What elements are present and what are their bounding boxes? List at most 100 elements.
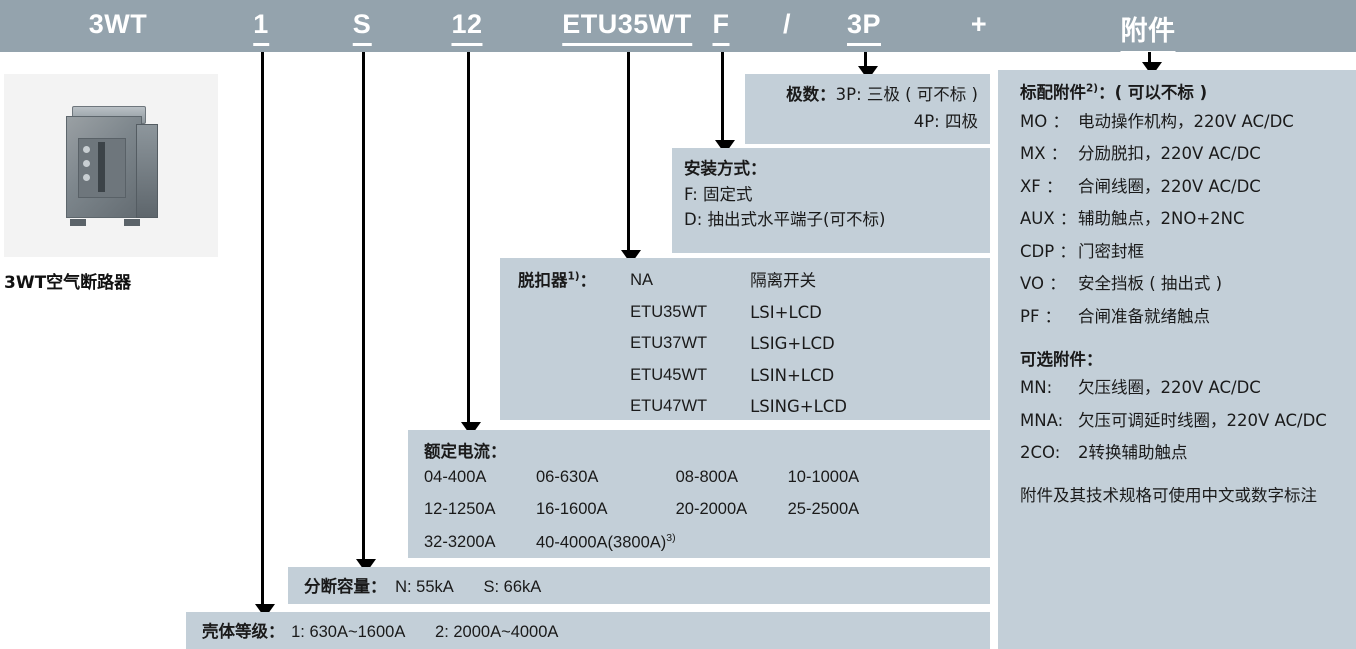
rated-current-cell: 06-630A [536,467,599,486]
mounting-option-f: F: 固定式 [684,184,753,204]
trip-unit-row: 脱扣器1)： NA 隔离开关 [518,268,847,300]
accessory-row: MX ： 分励脱扣，220V AC/DC [1020,141,1294,174]
accessory-code: PF ： [1020,306,1062,326]
trip-unit-description: LSIN+LCD [750,365,835,385]
optional-accessories-heading: 可选附件： [1020,349,1103,369]
breaker-foot [70,219,86,226]
code-token-0: 3WT [88,9,148,39]
mounting-option-d: D: 抽出式水平端子(可不标) [684,210,886,230]
breaking-capacity-s: S: 66kA [483,578,542,596]
accessory-row: PF ： 合闸准备就绪触点 [1020,304,1294,337]
trip-unit-code: ETU37WT [630,334,708,353]
accessory-description: 欠压线圈，220V AC/DC [1078,378,1261,398]
rated-current-cell: 12-1250A [424,500,496,519]
accessory-row: VO ：安全挡板 ( 抽出式 ) [1020,271,1294,304]
poles-box: 极数：3P: 三极 ( 可不标 ) 4P: 四极 [745,74,990,144]
trip-unit-code: NA [630,271,654,289]
trip-unit-code: ETU35WT [630,302,708,321]
trip-unit-row: ETU35WT LSI+LCD [518,300,847,332]
breaker-indicator-dot [83,160,90,167]
breaking-capacity-box: 分断容量： N: 55kA S: 66kA [288,567,990,604]
arrow-accessories [1142,52,1162,76]
trip-unit-code: ETU47WT [630,397,708,416]
accessory-row: CDP ：门密封框 [1020,239,1294,272]
arrow-mounting [715,52,735,154]
rated-current-title: 额定电流： [424,442,507,461]
rated-current-row: 12-1250A 16-1600A 20-2000A 25-2500A [424,497,900,530]
poles-value-3p: 3P: 三极 ( 可不标 ) [835,85,978,104]
accessory-row: AUX ：辅助触点，2NO+2NC [1020,206,1294,239]
standard-accessories-heading: 标配附件2)：( 可以不标 ) [1020,80,1356,106]
trip-unit-description: 隔离开关 [750,271,817,290]
arrow-rated-current [461,52,481,436]
rated-current-cell: 04-400A [424,467,487,486]
standard-accessories-heading-text: 标配附件 [1020,83,1086,102]
accessory-code: MN: [1020,378,1053,398]
rated-current-cell: 08-800A [675,467,738,486]
rated-current-cell: 20-2000A [675,500,748,519]
trip-unit-description: LSI+LCD [750,302,822,322]
accessory-description: 2转换辅助触点 [1078,443,1188,463]
product-caption: 3WT空气断路器 [4,273,132,293]
accessory-code: MNA: [1020,410,1064,430]
accessory-description: 安全挡板 ( 抽出式 ) [1078,274,1223,294]
rated-current-cell: 10-1000A [787,467,860,486]
rated-current-table: 04-400A 06-630A 08-800A 10-1000A 12-1250A 16-… [424,465,900,563]
poles-value-4p: 4P: 四极 [913,111,978,131]
trip-unit-title-spacer [518,394,630,426]
accessory-row: MNA:欠压可调延时线圈，220V AC/DC [1020,408,1327,441]
accessory-row: MN: 欠压线圈，220V AC/DC [1020,375,1327,408]
arrow-frame-size [255,52,275,618]
poles-label: 极数： [786,85,836,104]
frame-size-value-1: 1: 630A~1600A [291,623,405,641]
accessory-row: 2CO:2转换辅助触点 [1020,440,1327,473]
trip-unit-row: ETU47WT LSING+LCD [518,394,847,426]
trip-unit-description: LSIG+LCD [750,334,835,354]
breaker-indicator-dot [83,146,90,153]
accessory-code: MX ： [1020,144,1068,164]
trip-unit-title-spacer [518,363,630,395]
mounting-title: 安装方式： [684,159,767,178]
accessory-description: 门密封框 [1078,241,1144,261]
accessory-code: CDP ： [1020,241,1076,261]
accessories-note-spacer [1020,473,1356,483]
accessory-description: 辅助触点，2NO+2NC [1078,209,1245,229]
frame-size-box: 壳体等级： 1: 630A~1600A 2: 2000A~4000A [186,612,990,649]
rated-current-cell: 16-1600A [536,500,608,519]
rated-current-cell: 40-4000A(3800A)3) [536,531,676,552]
breaker-foot [124,219,140,226]
accessory-row: MO ：电动操作机构，220V AC/DC [1020,109,1294,142]
breaker-indicator-dot [83,174,90,181]
arrow-trip-unit [621,52,641,264]
product-photo-frame [4,74,218,257]
rated-current-row: 04-400A 06-630A 08-800A 10-1000A [424,465,900,498]
poles-row-3p: 极数：3P: 三极 ( 可不标 ) [745,82,978,109]
accessory-row: XF ：合闸线圈，220V AC/DC [1020,174,1294,207]
accessories-spacer [1020,337,1356,347]
code-token-4: ETU35WT [562,9,692,46]
breaking-capacity-n: N: 55kA [395,578,453,596]
accessory-description: 分励脱扣，220V AC/DC [1078,144,1261,164]
trip-unit-table: 脱扣器1)： NA 隔离开关 ETU35WT LSI+LCD ETU37WT LSIG+LC… [518,268,847,426]
accessory-code: MO ： [1020,111,1069,131]
rated-current-cell [676,530,788,563]
rated-current-box: 额定电流： 04-400A 06-630A 08-800A 10-1000A 12-12… [408,430,990,558]
code-token-7: 3P [846,9,882,46]
rated-current-cell: 25-2500A [787,500,860,519]
accessory-description: 合闸准备就绪触点 [1078,306,1210,326]
code-token-8: + [970,9,988,39]
arrow-poles [858,52,878,80]
trip-unit-description: LSING+LCD [750,397,848,417]
mounting-type-box: 安装方式： F: 固定式 D: 抽出式水平端子(可不标) [672,148,990,253]
code-token-2: S [352,9,372,46]
accessory-description: 合闸线圈，220V AC/DC [1078,176,1261,196]
standard-accessories-heading-tail: ：( 可以不标 ) [1098,83,1208,102]
code-token-1: 1 [253,9,269,46]
rated-current-cell [788,530,900,563]
trip-unit-title-spacer [518,331,630,363]
breaking-capacity-label: 分断容量： [304,577,387,596]
trip-unit-title: 脱扣器1)： [518,270,597,291]
